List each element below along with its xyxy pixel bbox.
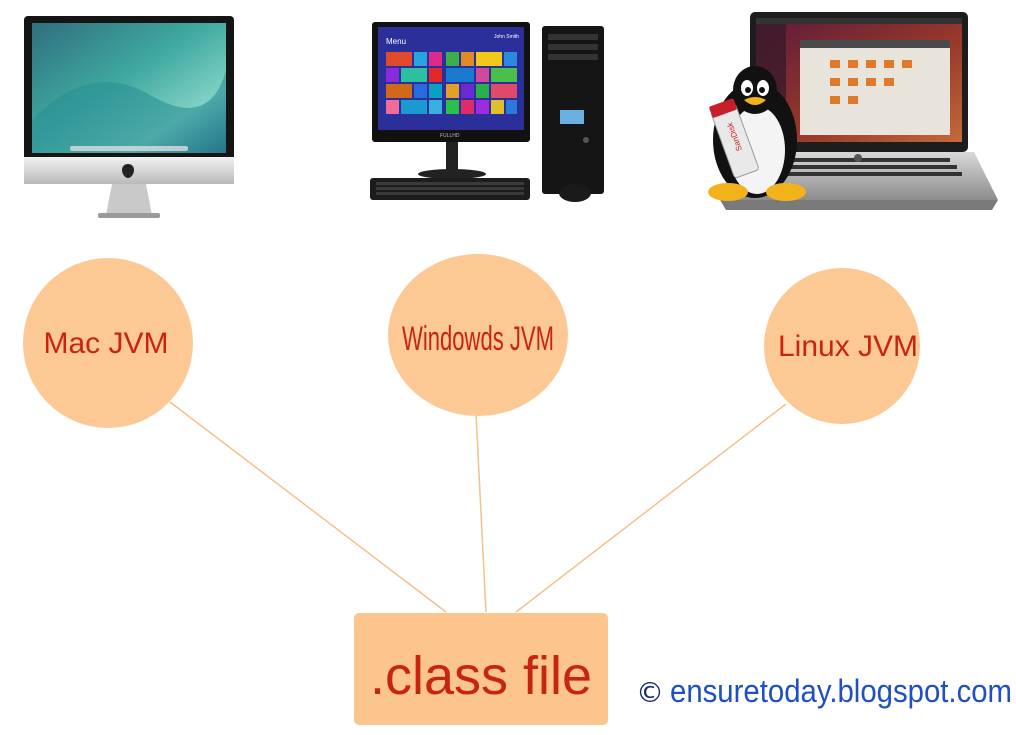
mac-computer-image [24, 16, 234, 218]
linux-laptop-image: SanDisk [708, 12, 998, 210]
connector-mac [169, 401, 447, 613]
node-windows-jvm-label: Windowds JVM [402, 320, 554, 358]
credit-text: ensuretoday.blogspot.com [670, 673, 1012, 709]
node-windows-jvm: Windowds JVM [388, 254, 568, 416]
connectors [169, 401, 787, 613]
monitor-brand: FULLHD [440, 133, 460, 139]
class-file-box: .class file [354, 613, 608, 725]
connector-windows [475, 413, 487, 613]
usb-drive: SanDisk [709, 98, 759, 178]
copyright-symbol: © [636, 676, 664, 709]
node-mac-jvm: Mac JVM [23, 258, 193, 428]
windows-screen-user: John Smith [494, 34, 519, 40]
node-linux-jvm-label: Linux JVM [778, 330, 918, 363]
windows-desktop-image: Menu John Smith [370, 22, 604, 202]
windows-screen-menu: Menu [386, 37, 406, 46]
node-mac-jvm-label: Mac JVM [43, 327, 168, 360]
connector-linux [515, 403, 787, 613]
credit: © ensuretoday.blogspot.com [636, 673, 1012, 709]
class-file-label: .class file [370, 646, 592, 706]
windows-tiles [386, 52, 517, 114]
node-linux-jvm: Linux JVM [764, 268, 920, 424]
